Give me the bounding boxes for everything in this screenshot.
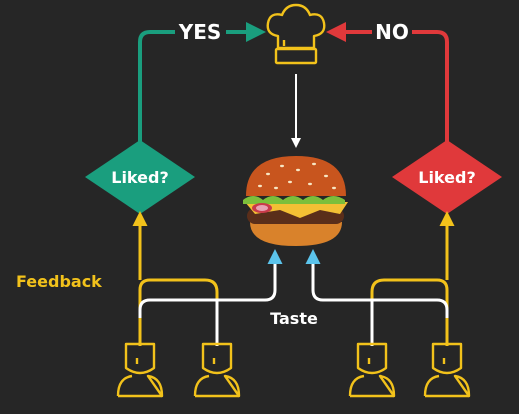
feedback-label: Feedback [16,272,102,291]
liked-right-label: Liked? [418,168,475,187]
taste-connectors [138,256,449,346]
no-connector [326,22,449,150]
person-icon [193,342,241,398]
feedback-connectors-right [370,211,455,346]
person-icon [423,342,471,398]
chef-hat-icon [266,3,326,65]
burger-icon [243,156,348,246]
yes-connector [138,22,266,150]
taste-label: Taste [270,309,318,328]
no-label: NO [375,20,409,44]
liked-decision-right [392,140,502,214]
yes-label: YES [178,20,222,44]
liked-left-label: Liked? [111,168,168,187]
person-icon [116,342,164,398]
feedback-connectors-left [132,211,219,346]
liked-decision-left [85,140,195,214]
person-icon [348,342,396,398]
